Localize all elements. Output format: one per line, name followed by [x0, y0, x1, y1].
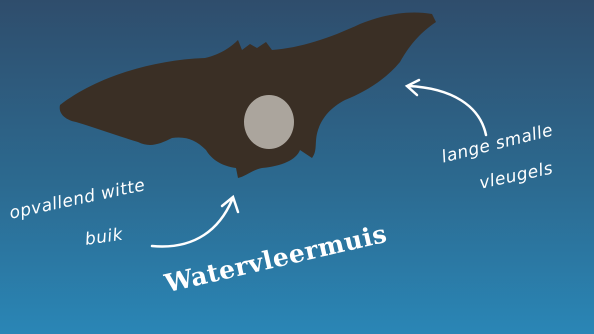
belly: [244, 95, 294, 149]
curved-arrow-icon: [407, 80, 486, 135]
curved-arrow-icon: [152, 197, 238, 246]
bat-silhouette-icon: [60, 12, 436, 178]
